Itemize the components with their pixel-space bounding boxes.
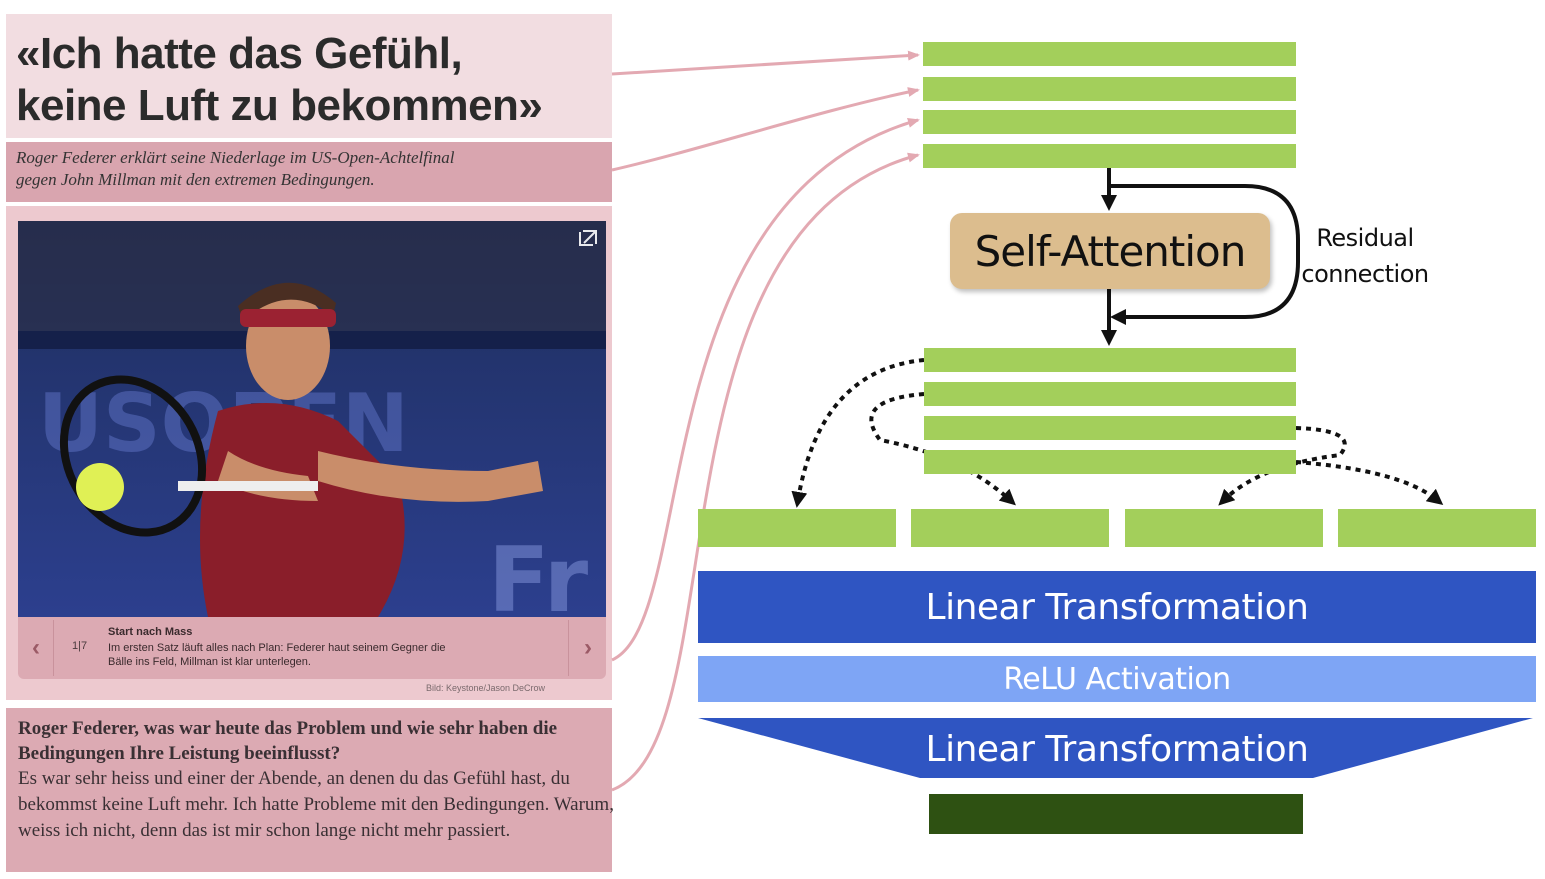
tennis-photo[interactable]: USOPEN Fr bbox=[18, 221, 606, 617]
input-token-bar-1 bbox=[923, 42, 1296, 66]
arrow-caption-to-token3 bbox=[611, 117, 920, 662]
attention-output-bar-1 bbox=[924, 348, 1296, 372]
residual-connection-arrow bbox=[1109, 184, 1300, 325]
headline-box bbox=[6, 14, 612, 138]
caption-divider-right bbox=[568, 620, 569, 676]
attention-output-bar-2 bbox=[924, 382, 1296, 406]
linear-transformation-2-shape bbox=[698, 718, 1533, 778]
linear-transformation-1: Linear Transformation bbox=[698, 571, 1536, 643]
attention-output-bar-4 bbox=[924, 450, 1296, 474]
caption-line-1: Im ersten Satz läuft alles nach Plan: Fe… bbox=[108, 642, 446, 654]
gallery-counter: 1|7 bbox=[72, 640, 88, 652]
dotted-arrow-2 bbox=[869, 392, 1016, 506]
headline-line-1: «Ich hatte das Gefühl, bbox=[16, 29, 463, 78]
caption-line-2: Bälle ins Feld, Millman ist klar unterle… bbox=[108, 656, 311, 668]
input-token-bar-4 bbox=[923, 144, 1296, 168]
input-token-bar-3 bbox=[923, 110, 1296, 134]
linear-transformation-2-label: Linear Transformation bbox=[925, 728, 1309, 770]
interview-answer: Es war sehr heiss und einer der Abende, … bbox=[18, 768, 614, 841]
subtitle-line-2: gegen John Millman mit den extremen Bedi… bbox=[16, 170, 375, 189]
output-bar bbox=[929, 794, 1303, 834]
chevron-left-icon: ‹ bbox=[32, 634, 40, 661]
attention-output-bar-3 bbox=[924, 416, 1296, 440]
ffn-input-bar-3 bbox=[1125, 509, 1323, 547]
chevron-right-icon: › bbox=[584, 634, 592, 661]
self-attention-block: Self-Attention bbox=[950, 213, 1270, 289]
ffn-input-bar-2 bbox=[911, 509, 1109, 547]
arrow-subtitle-to-token2 bbox=[611, 87, 920, 172]
headline-line-2: keine Luft zu bekommen» bbox=[16, 81, 543, 130]
svg-text:Fr: Fr bbox=[488, 528, 589, 617]
input-token-bar-2 bbox=[923, 77, 1296, 101]
gallery-caption-title: Start nach Mass bbox=[108, 626, 193, 638]
relu-activation: ReLU Activation bbox=[698, 656, 1536, 702]
arrow-interview-to-token4 bbox=[611, 152, 920, 792]
ffn-input-bar-1 bbox=[698, 509, 896, 547]
arrow-headline-to-token1 bbox=[611, 50, 920, 76]
gallery-caption-text: Im ersten Satz läuft alles nach Plan: Fe… bbox=[108, 641, 528, 669]
residual-label-line-1: Residual bbox=[1316, 224, 1414, 252]
residual-connection-label: Residual connection bbox=[1300, 220, 1430, 292]
dotted-arrow-4 bbox=[1295, 460, 1444, 506]
dotted-arrow-3 bbox=[1218, 426, 1347, 506]
gallery-caption-bar bbox=[18, 617, 606, 679]
caption-divider-left bbox=[53, 620, 54, 676]
article-headline: «Ich hatte das Gefühl, keine Luft zu bek… bbox=[16, 28, 606, 132]
article-subtitle: Roger Federer erklärt seine Niederlage i… bbox=[16, 147, 606, 191]
photo-credit: Bild: Keystone/Jason DeCrow bbox=[426, 683, 546, 693]
gallery-prev-button[interactable]: ‹ bbox=[18, 617, 54, 679]
tennis-player-illustration: USOPEN Fr bbox=[18, 221, 606, 617]
residual-label-line-2: connection bbox=[1301, 260, 1429, 288]
ffn-input-bar-4 bbox=[1338, 509, 1536, 547]
subtitle-box bbox=[6, 142, 612, 202]
interview-question: Roger Federer, was war heute das Problem… bbox=[18, 718, 558, 764]
interview-box bbox=[6, 708, 612, 872]
subtitle-line-1: Roger Federer erklärt seine Niederlage i… bbox=[16, 148, 455, 167]
dotted-arrow-1 bbox=[791, 358, 925, 508]
expand-icon[interactable] bbox=[579, 230, 597, 246]
gallery-next-button[interactable]: › bbox=[570, 617, 606, 679]
